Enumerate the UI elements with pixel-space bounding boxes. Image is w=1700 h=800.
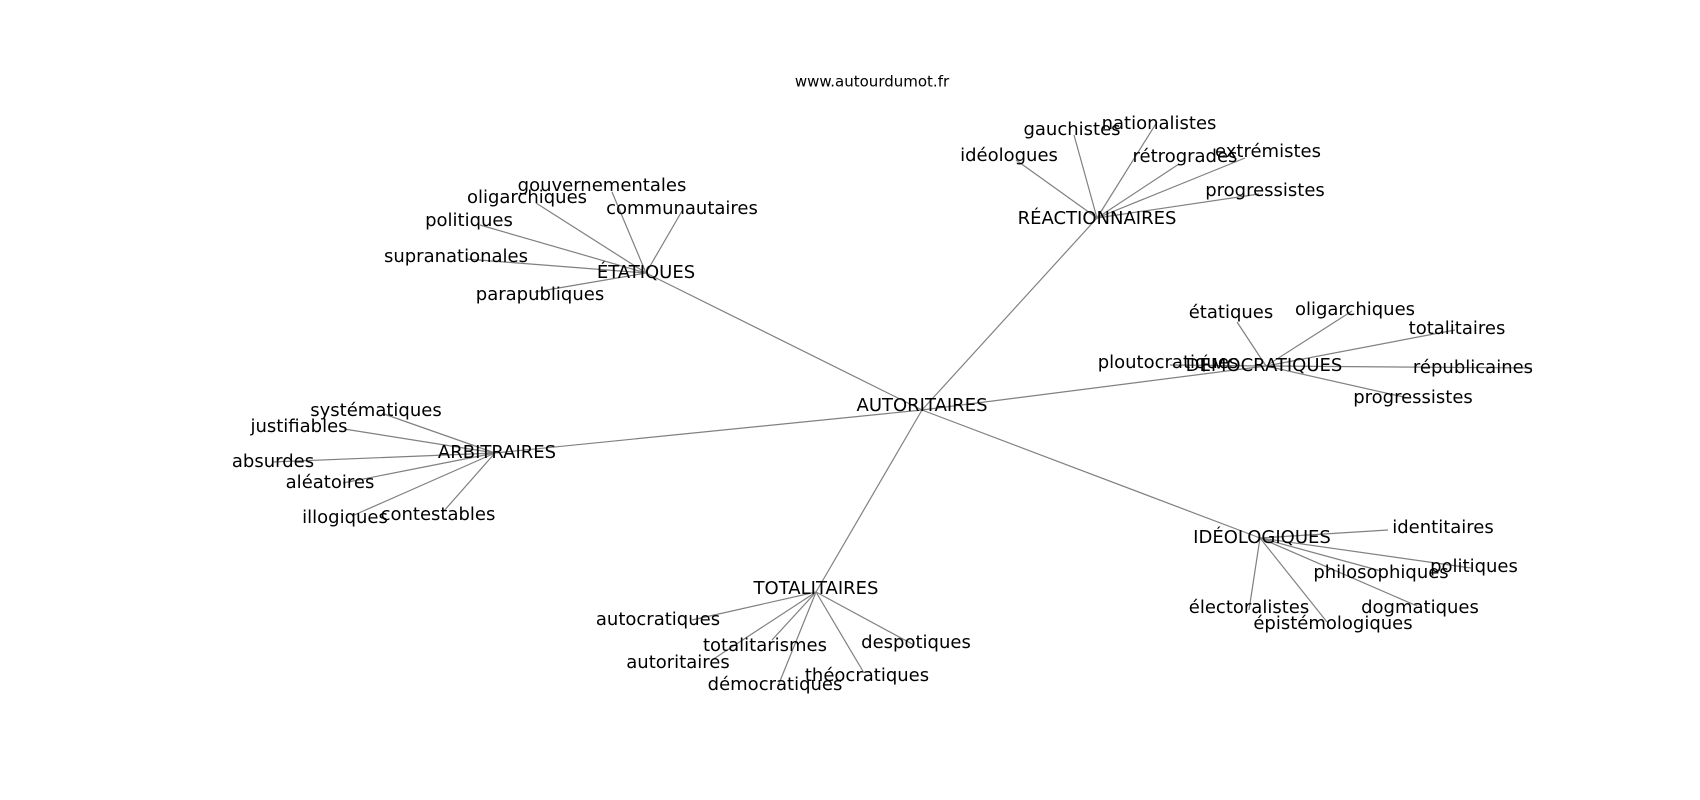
leaf-node-label[interactable]: philosophiques — [1313, 562, 1448, 583]
leaf-node-label[interactable]: nationalistes — [1102, 113, 1217, 134]
leaf-node-label[interactable]: oligarchiques — [1295, 299, 1415, 320]
edge-cluster-to-leaf — [1265, 365, 1409, 399]
edge-cluster-to-leaf — [1169, 364, 1267, 367]
cluster-node-label[interactable]: RÉACTIONNAIRES — [1018, 207, 1177, 229]
edge-cluster-to-leaf — [442, 452, 496, 513]
edges-layer — [271, 121, 1533, 687]
edge-cluster-to-leaf — [351, 452, 496, 517]
edge-cluster-to-leaf — [1265, 365, 1533, 369]
edge-cluster-to-leaf — [1259, 537, 1418, 607]
edge-cluster-to-leaf — [534, 272, 647, 293]
edge-cluster-to-leaf — [611, 191, 647, 274]
leaf-node-label[interactable]: contestables — [381, 504, 496, 525]
cluster-node-label[interactable]: ARBITRAIRES — [438, 442, 556, 463]
leaf-node-label[interactable]: progressistes — [1353, 387, 1473, 408]
cluster-node-label[interactable]: TOTALITAIRES — [753, 578, 879, 599]
edge-cluster-to-leaf — [1096, 157, 1246, 219]
leaf-node-label[interactable]: politiques — [425, 210, 513, 231]
leaf-node-label[interactable]: systématiques — [310, 400, 441, 421]
cluster-node-label[interactable]: DÉMOCRATIQUES — [1186, 354, 1343, 376]
edge-cluster-to-leaf — [1259, 537, 1382, 572]
edge-cluster-to-leaf — [479, 224, 647, 274]
edge-cluster-to-leaf — [1096, 193, 1260, 219]
edge-cluster-to-leaf — [1073, 134, 1098, 219]
leaf-node-label[interactable]: identitaires — [1392, 517, 1494, 538]
edge-cluster-to-leaf — [1096, 121, 1158, 219]
edge-center-to-cluster — [921, 409, 1261, 539]
edge-center-to-cluster — [921, 365, 1267, 411]
leaf-node-label[interactable]: aléatoires — [286, 472, 375, 493]
leaf-node-label[interactable]: étatiques — [1189, 302, 1274, 323]
edge-cluster-to-leaf — [383, 413, 496, 454]
edge-cluster-to-leaf — [1236, 321, 1267, 367]
leaf-node-label[interactable]: justifiables — [249, 416, 347, 437]
cluster-node-label[interactable]: IDÉOLOGIQUES — [1193, 526, 1331, 548]
leaf-node-label[interactable]: républicaines — [1413, 357, 1533, 378]
leaf-node-label[interactable]: autocratiques — [596, 609, 720, 630]
leaf-node-label[interactable]: supranationales — [384, 246, 528, 267]
edge-center-to-cluster — [494, 409, 923, 454]
edge-cluster-to-leaf — [1015, 159, 1098, 219]
edge-center-to-cluster — [645, 272, 923, 411]
edge-cluster-to-leaf — [711, 591, 817, 661]
leaf-node-label[interactable]: parapubliques — [476, 284, 604, 305]
leaf-node-label[interactable]: électoralistes — [1189, 597, 1309, 618]
leaf-node-label[interactable]: absurdes — [232, 451, 314, 472]
edge-cluster-to-leaf — [343, 428, 496, 454]
leaf-node-label[interactable]: démocratiques — [708, 674, 843, 695]
leaf-node-label[interactable]: progressistes — [1205, 180, 1325, 201]
leaf-node-label[interactable]: épistémologiques — [1253, 613, 1412, 634]
leaf-node-label[interactable]: ploutocratiques — [1098, 352, 1239, 373]
edge-cluster-to-leaf — [777, 591, 817, 687]
leaf-node-label[interactable]: gouvernementales — [518, 175, 687, 196]
leaf-node-label[interactable]: despotiques — [861, 632, 971, 653]
labels-layer: www.autourdumot.fr gouvernementalesoliga… — [232, 73, 1533, 696]
edge-cluster-to-leaf — [1259, 537, 1328, 623]
leaf-node-label[interactable]: extrémistes — [1215, 141, 1321, 162]
leaf-node-label[interactable]: dogmatiques — [1361, 597, 1479, 618]
edge-cluster-to-leaf — [1248, 537, 1261, 611]
center-node-label[interactable]: AUTORITAIRES — [857, 395, 988, 416]
edge-center-to-cluster — [815, 409, 923, 593]
leaf-node-label[interactable]: rétrogrades — [1133, 146, 1238, 167]
edge-cluster-to-leaf — [1265, 310, 1353, 367]
edge-cluster-to-leaf — [815, 591, 865, 674]
edge-cluster-to-leaf — [691, 591, 817, 621]
edge-cluster-to-leaf — [1259, 529, 1389, 539]
cluster-node-label[interactable]: ÉTATIQUES — [597, 261, 695, 283]
edge-cluster-to-leaf — [465, 258, 647, 274]
edge-cluster-to-leaf — [1265, 329, 1456, 367]
source-label: www.autourdumot.fr — [795, 73, 950, 91]
edge-cluster-to-leaf — [645, 210, 683, 274]
leaf-node-label[interactable]: totalitaires — [1409, 318, 1506, 339]
edge-cluster-to-leaf — [815, 591, 915, 646]
leaf-node-label[interactable]: gauchistes — [1023, 119, 1120, 140]
edge-center-to-cluster — [921, 217, 1098, 411]
edge-cluster-to-leaf — [535, 202, 647, 274]
edge-cluster-to-leaf — [771, 591, 817, 641]
leaf-node-label[interactable]: communautaires — [606, 198, 758, 219]
leaf-node-label[interactable]: illogiques — [302, 507, 388, 528]
leaf-node-label[interactable]: politiques — [1430, 556, 1518, 577]
leaf-node-label[interactable]: théocratiques — [805, 665, 929, 686]
leaf-node-label[interactable]: oligarchiques — [467, 187, 587, 208]
edge-cluster-to-leaf — [1096, 163, 1180, 219]
edge-cluster-to-leaf — [342, 452, 496, 484]
leaf-node-label[interactable]: totalitarismes — [703, 635, 827, 656]
leaf-node-label[interactable]: autoritaires — [626, 652, 729, 673]
edge-cluster-to-leaf — [1259, 537, 1472, 569]
edge-cluster-to-leaf — [271, 452, 496, 463]
leaf-node-label[interactable]: idéologues — [960, 145, 1058, 166]
